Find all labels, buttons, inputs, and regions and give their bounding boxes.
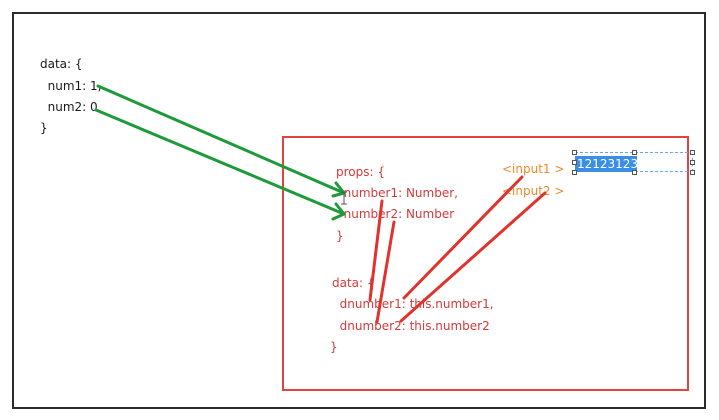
parent-data-close: } — [40, 121, 48, 135]
child-props-open: props: { — [336, 165, 385, 179]
child-dnumber2: dnumber2: this.number2 — [332, 319, 490, 333]
child-prop-number2: number2: Number — [336, 207, 455, 221]
resize-handle-middle-left[interactable] — [572, 160, 577, 165]
resize-handle-middle-right[interactable] — [690, 160, 695, 165]
resize-handle-top-left[interactable] — [572, 150, 577, 155]
outer-frame — [12, 12, 706, 409]
resize-handle-bottom-center[interactable] — [632, 170, 637, 175]
child-data-open: data: { — [332, 276, 375, 290]
child-props-close: } — [336, 229, 344, 243]
parent-num2: num2: 0 — [40, 100, 98, 114]
input1-label: <input1 > — [502, 162, 565, 176]
parent-num1: num1: 1, — [40, 79, 102, 93]
resize-handle-top-right[interactable] — [690, 150, 695, 155]
parent-data-open: data: { — [40, 57, 83, 71]
child-dnumber1: dnumber1: this.number1, — [332, 297, 494, 311]
input2-label: <input2 > — [502, 184, 565, 198]
resize-handle-top-center[interactable] — [632, 150, 637, 155]
input1-field-selected-text[interactable]: 12123123 — [575, 156, 637, 172]
child-component-box — [282, 136, 689, 391]
resize-handle-bottom-left[interactable] — [572, 170, 577, 175]
child-prop-number1: number1: Number, — [336, 186, 458, 200]
child-data-close: } — [330, 340, 338, 354]
resize-handle-bottom-right[interactable] — [690, 170, 695, 175]
